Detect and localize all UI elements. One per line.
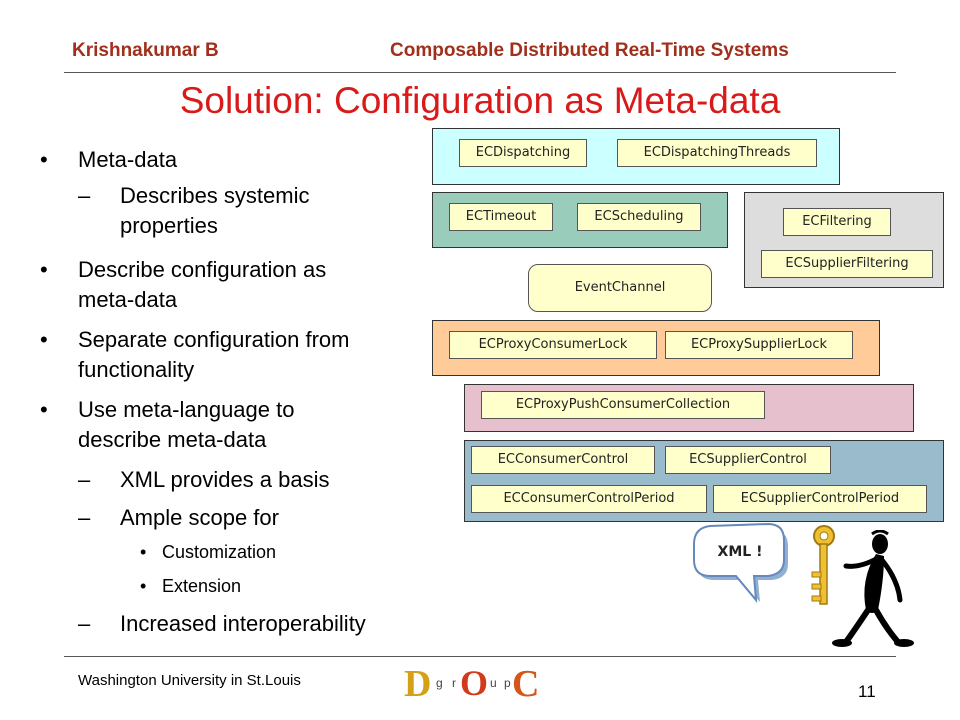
filtering-panel: ECFiltering ECSupplierFiltering (744, 192, 944, 288)
ecconsumercontrolperiod-box: ECConsumerControlPeriod (471, 485, 707, 513)
logo-letter-c: C (512, 663, 540, 705)
key-icon (811, 525, 835, 605)
bullet-text: Increased interoperability (120, 611, 366, 636)
ecsuppliercontrolperiod-box: ECSupplierControlPeriod (713, 485, 927, 513)
ecconsumercontrol-box: ECConsumerControl (471, 446, 655, 474)
ecsupplierfiltering-box: ECSupplierFiltering (761, 250, 933, 278)
bullet-text: Separate configuration from (78, 327, 350, 352)
bullet-text: describe meta-data (78, 427, 267, 452)
bullet-marker: – (78, 505, 91, 530)
ecdispatching-box: ECDispatching (459, 139, 587, 167)
speech-bubble-text: XML ! (717, 544, 763, 560)
ecproxysupplierlock-box: ECProxySupplierLock (665, 331, 853, 359)
proxy-lock-panel: ECProxyConsumerLock ECProxySupplierLock (432, 320, 880, 376)
bullet-text: Describe configuration as (78, 257, 327, 282)
bullet-text: Ample scope for (120, 505, 279, 530)
slide-title: Solution: Configuration as Meta-data (179, 80, 781, 121)
bullet-text: XML provides a basis (120, 467, 330, 492)
bullet-marker: • (40, 327, 48, 352)
ecproxyconsumerlock-box: ECProxyConsumerLock (449, 331, 657, 359)
ecsuppliercontrol-box: ECSupplierControl (665, 446, 831, 474)
bullet-marker: • (40, 147, 48, 172)
bullet-marker: • (40, 257, 48, 282)
logo-letter-p: p (504, 676, 511, 690)
bullet-text: Meta-data (78, 147, 178, 172)
bullet-marker: • (140, 576, 147, 596)
logo-letter-d: D (404, 663, 432, 705)
header-divider (64, 72, 896, 73)
bullet-text: meta-data (78, 287, 178, 312)
proxy-collection-panel: ECProxyPushConsumerCollection (464, 384, 914, 432)
stick-figure-icon (832, 530, 914, 647)
bullet-marker: • (140, 542, 147, 562)
bullet-text: Describes systemic (120, 183, 310, 208)
bullet-marker: • (40, 397, 48, 422)
bullet-text: Use meta-language to (78, 397, 295, 422)
timeout-scheduling-panel: ECTimeout ECScheduling (432, 192, 728, 248)
ecscheduling-box: ECScheduling (577, 203, 701, 231)
institution-name: Washington University in St.Louis (78, 672, 301, 689)
bullet-marker: – (78, 611, 91, 636)
logo-letter-r: r (452, 676, 456, 690)
bullet-marker: – (78, 183, 91, 208)
bullet-text: Customization (162, 542, 277, 562)
ectimeout-box: ECTimeout (449, 203, 553, 231)
ecfiltering-box: ECFiltering (783, 208, 891, 236)
logo-letter-g: g (436, 676, 443, 690)
course-title: Composable Distributed Real-Time Systems (390, 40, 789, 61)
speech-bubble (693, 522, 788, 604)
logo-letter-o: O (460, 663, 489, 703)
ecproxypushconsumercollection-box: ECProxyPushConsumerCollection (481, 391, 765, 419)
author-name: Krishnakumar B (72, 40, 219, 61)
bullet-text: properties (120, 213, 218, 238)
ecdispatchingthreads-box: ECDispatchingThreads (617, 139, 817, 167)
bullet-text: Extension (162, 576, 242, 596)
dispatching-panel: ECDispatching ECDispatchingThreads (432, 128, 840, 185)
eventchannel-box: EventChannel (528, 264, 712, 312)
control-panel: ECConsumerControl ECSupplierControl ECCo… (464, 440, 944, 522)
doc-group-logo: D g r O u p C (404, 662, 539, 706)
bullet-marker: – (78, 467, 91, 492)
logo-letter-u: u (490, 676, 497, 690)
footer-divider (64, 656, 896, 657)
page-number: 11 (858, 682, 876, 701)
bullet-text: functionality (78, 357, 195, 382)
